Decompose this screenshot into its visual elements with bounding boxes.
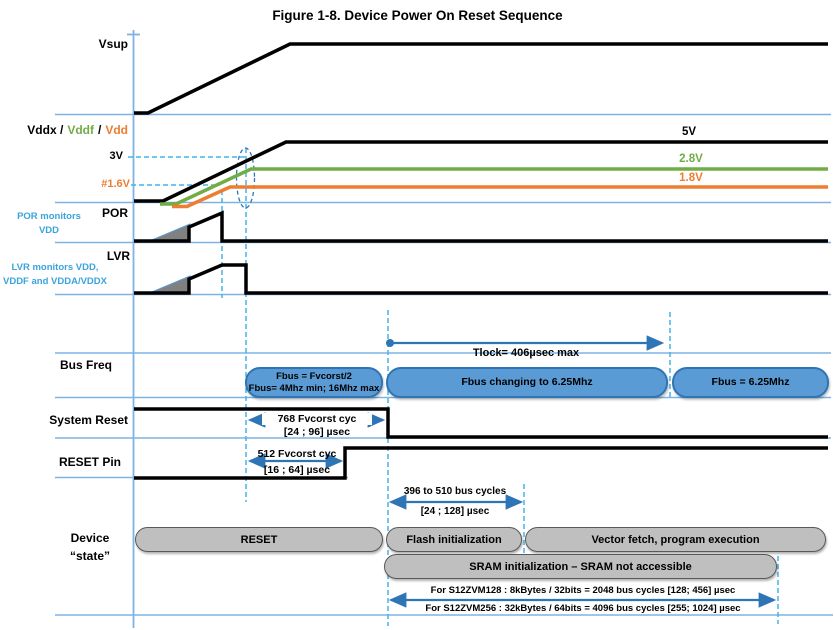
vddf-waveform <box>160 167 828 206</box>
vddf-label: Vddf <box>67 123 94 137</box>
bus-pill-fvcorst-line1: Fbus = Fvcorst/2 <box>276 371 352 383</box>
t396-annotation-line2: [24 ; 128] µsec <box>420 506 490 517</box>
reset-pin-waveform <box>134 446 828 480</box>
lvr-uncertainty-triangle <box>151 275 191 293</box>
bus-pill-625: Fbus = 6.25Mhz <box>672 367 829 398</box>
dashed-guides <box>128 148 779 626</box>
lvr-note: LVR monitors VDD, VDDF and VDDA/VDDX <box>2 261 108 290</box>
threshold-1p6v-label: #1.6V <box>101 178 130 190</box>
por-note: POR monitors VDD <box>8 210 90 239</box>
t768-annotation-line2: [24 ; 96] µsec <box>283 426 351 438</box>
state-pill-reset: RESET <box>135 527 383 552</box>
level-2p8v-label: 2.8V <box>679 153 703 165</box>
vsup-waveform <box>134 42 828 115</box>
por-note-line1: POR monitors <box>17 211 81 222</box>
bus-freq-label: Bus Freq <box>59 358 112 372</box>
t768-annotation-line1: 768 Fvcorst cyc <box>262 413 372 425</box>
lvr-note-line1: LVR monitors VDD, <box>11 262 99 273</box>
por-note-line2: VDD <box>38 225 60 237</box>
vddx-waveform <box>134 140 828 203</box>
level-5v-label: 5V <box>681 126 697 138</box>
vddx-label: Vddx / <box>27 123 64 137</box>
time-axis <box>127 30 140 628</box>
state-pill-vector: Vector fetch, program execution <box>525 527 826 552</box>
state-pill-sram-text: SRAM initialization – SRAM not accessibl… <box>469 560 692 573</box>
state-pill-flash-text: Flash initialization <box>406 533 502 546</box>
threshold-ellipse <box>235 147 256 209</box>
bus-pill-changing-text: Fbus changing to 6.25Mhz <box>461 376 593 389</box>
bus-pill-625-text: Fbus = 6.25Mhz <box>711 376 790 389</box>
reset-pin-label: RESET Pin <box>58 455 121 469</box>
t512-annotation-line2: [16 ; 64] µsec <box>263 464 331 476</box>
state-pill-sram: SRAM initialization – SRAM not accessibl… <box>384 554 777 579</box>
vsup-label: Vsup <box>98 37 128 51</box>
vdd-label: Vdd <box>105 123 128 137</box>
device-state-label-line1: Device <box>70 531 110 545</box>
vdd-waveform <box>172 185 828 209</box>
vdd-rails-label: Vddx / Vddf / Vdd <box>18 123 128 137</box>
sram-time-annotation-128: For S12ZVM128 : 8kBytes / 32bits = 2048 … <box>430 585 736 596</box>
sram-time-annotation-256: For S12ZVM256 : 32kBytes / 64bits = 4096… <box>425 603 741 614</box>
state-pill-flash: Flash initialization <box>386 527 522 552</box>
system-reset-waveform <box>134 407 828 439</box>
level-1p8v-label: 1.8V <box>679 172 703 184</box>
rail-separator: / <box>97 123 102 137</box>
por-label: POR <box>101 206 128 220</box>
system-reset-label: System Reset <box>49 413 128 427</box>
tlock-annotation: Tlock= 406µsec max <box>472 347 580 359</box>
device-state-label-line2: “state” <box>69 549 110 563</box>
lvr-note-line2: VDDF and VDDA/VDDX <box>3 276 107 288</box>
bus-pill-fvcorst: Fbus = Fvcorst/2 Fbus= 4Mhz min; 16Mhz m… <box>245 367 383 398</box>
bus-pill-changing: Fbus changing to 6.25Mhz <box>386 367 668 398</box>
lvr-waveform <box>134 263 828 295</box>
bus-pill-fvcorst-line2: Fbus= 4Mhz min; 16Mhz max <box>248 382 380 394</box>
threshold-3v-label: 3V <box>109 150 123 162</box>
lvr-label: LVR <box>106 249 130 263</box>
figure-title: Figure 1-8. Device Power On Reset Sequen… <box>272 8 563 23</box>
state-pill-vector-text: Vector fetch, program execution <box>591 533 760 546</box>
state-pill-reset-text: RESET <box>240 533 278 546</box>
por-uncertainty-triangle <box>151 223 191 241</box>
por-waveform <box>134 210 828 243</box>
t512-annotation-line1: 512 Fvcorst cyc <box>257 448 337 460</box>
t396-annotation-line1: 396 to 510 bus cycles <box>403 486 507 497</box>
